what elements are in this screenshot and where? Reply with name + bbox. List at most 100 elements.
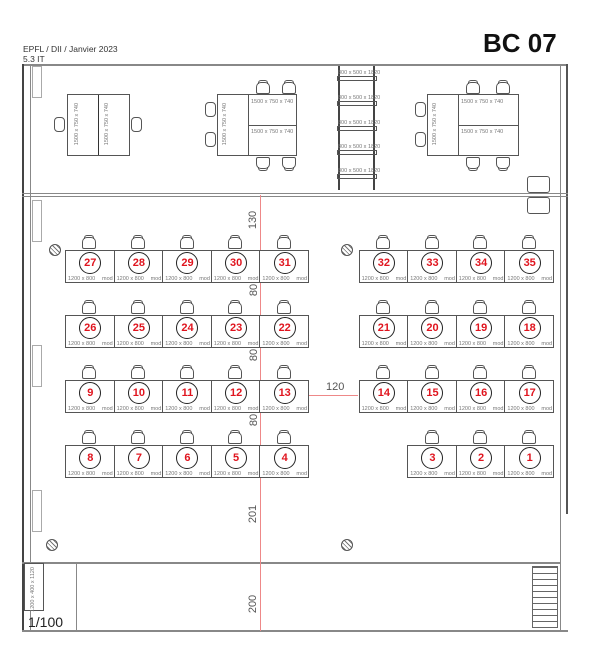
dimension-label: 80	[248, 283, 261, 297]
desk-number: 25	[127, 317, 150, 339]
chair-icon	[82, 235, 97, 249]
sink-icon	[527, 197, 550, 214]
chair-icon	[473, 365, 488, 379]
desk-number: 7	[127, 447, 150, 469]
pillar-icon	[49, 244, 61, 256]
desk-number: 26	[79, 317, 102, 339]
dimension-label: 80	[248, 413, 261, 427]
desk-model-label: mod	[199, 471, 210, 477]
desk-size-label: 1200 x 800	[361, 341, 389, 347]
desk-number: 4	[273, 447, 296, 469]
desk-number: 30	[225, 252, 248, 274]
cabinet: 1200 x 400 x 1120	[24, 563, 44, 612]
desk-size-label: 1200 x 800	[213, 406, 242, 412]
desk-number: 5	[225, 447, 248, 469]
staircase-icon	[532, 566, 558, 628]
chair-icon	[521, 430, 536, 444]
desk-size-label: 1200 x 800	[116, 276, 144, 282]
desk-size-label: 1200 x 800	[458, 406, 487, 412]
dimension-label: 120	[326, 381, 345, 393]
table-label: 1500 x 750 x 740	[222, 103, 228, 146]
chair-icon	[415, 102, 426, 117]
desk-size-label: 1200 x 800	[213, 341, 242, 347]
desk: 23 1200 x 800 mod	[210, 315, 261, 348]
desk-number: 18	[518, 317, 541, 339]
desk-model-label: mod	[247, 406, 259, 412]
chair-icon	[521, 300, 536, 314]
chair-icon	[282, 157, 296, 169]
chair-icon	[256, 157, 270, 169]
desk-number: 3	[421, 447, 444, 469]
desk-number: 27	[79, 252, 102, 274]
partition-top-2	[22, 196, 568, 197]
table-label: 1500 x 750 x 740	[432, 103, 438, 146]
radiator	[32, 200, 42, 242]
table-label: 1500 x 750 x 740	[461, 129, 504, 135]
shelf: 800 x 500 x 1820	[337, 70, 380, 81]
desk-model-label: mod	[296, 341, 308, 347]
desk-model-label: mod	[444, 341, 455, 347]
desk-size-label: 1200 x 800	[507, 276, 535, 282]
desk-size-label: 1200 x 800	[116, 341, 144, 347]
wall-top	[22, 64, 568, 66]
chair-icon	[424, 365, 439, 379]
chair-icon	[521, 235, 536, 249]
desk-size-label: 1200 x 800	[213, 276, 242, 282]
desk-size-label: 1200 x 800	[165, 471, 193, 477]
shelf: 800 x 500 x 1820	[337, 168, 380, 179]
desk-size-label: 1200 x 800	[213, 471, 242, 477]
desk-model-label: mod	[102, 406, 113, 412]
desk-number: 2	[470, 447, 493, 469]
chair-icon	[424, 300, 439, 314]
chair-icon	[276, 430, 291, 444]
desk-model-label: mod	[444, 406, 455, 412]
desk-size-label: 1200 x 800	[410, 406, 438, 412]
chair-icon	[82, 300, 97, 314]
desk-number: 31	[273, 252, 296, 274]
desk-model-label: mod	[395, 276, 407, 282]
chair-icon	[466, 80, 480, 94]
desk-number: 8	[79, 447, 102, 469]
desk-size-label: 1200 x 800	[458, 341, 487, 347]
desk-number: 10	[127, 382, 150, 404]
desk-model-label: mod	[444, 471, 455, 477]
desk-size-label: 1200 x 800	[458, 276, 487, 282]
chair-icon	[496, 157, 510, 169]
desk-size-label: 1200 x 800	[410, 276, 438, 282]
wall-left-inner	[30, 64, 31, 631]
dimension-label: 130	[247, 210, 260, 230]
desk-model-label: mod	[247, 341, 259, 347]
desk-number: 34	[470, 252, 493, 274]
desk-number: 1	[518, 447, 541, 469]
desk-size-label: 1200 x 800	[262, 341, 290, 347]
desk-model-label: mod	[150, 406, 162, 412]
desk-model-label: mod	[102, 341, 113, 347]
partition-bottom	[22, 562, 560, 564]
shelf: 800 x 500 x 1820	[337, 120, 380, 131]
chair-icon	[375, 365, 390, 379]
chair-icon	[205, 102, 216, 117]
desk-size-label: 1200 x 800	[68, 276, 96, 282]
desk-size-label: 1200 x 800	[262, 276, 290, 282]
desk-number: 24	[176, 317, 199, 339]
desk-size-label: 1200 x 800	[68, 406, 96, 412]
desk-model-label: mod	[247, 276, 259, 282]
shelf: 800 x 500 x 1820	[337, 144, 380, 155]
desk-size-label: 1200 x 800	[68, 341, 96, 347]
chair-icon	[424, 430, 439, 444]
wall-left	[22, 64, 24, 631]
desk-number: 23	[225, 317, 248, 339]
chair-icon	[130, 300, 145, 314]
chair-icon	[179, 365, 194, 379]
chair-icon	[228, 300, 243, 314]
